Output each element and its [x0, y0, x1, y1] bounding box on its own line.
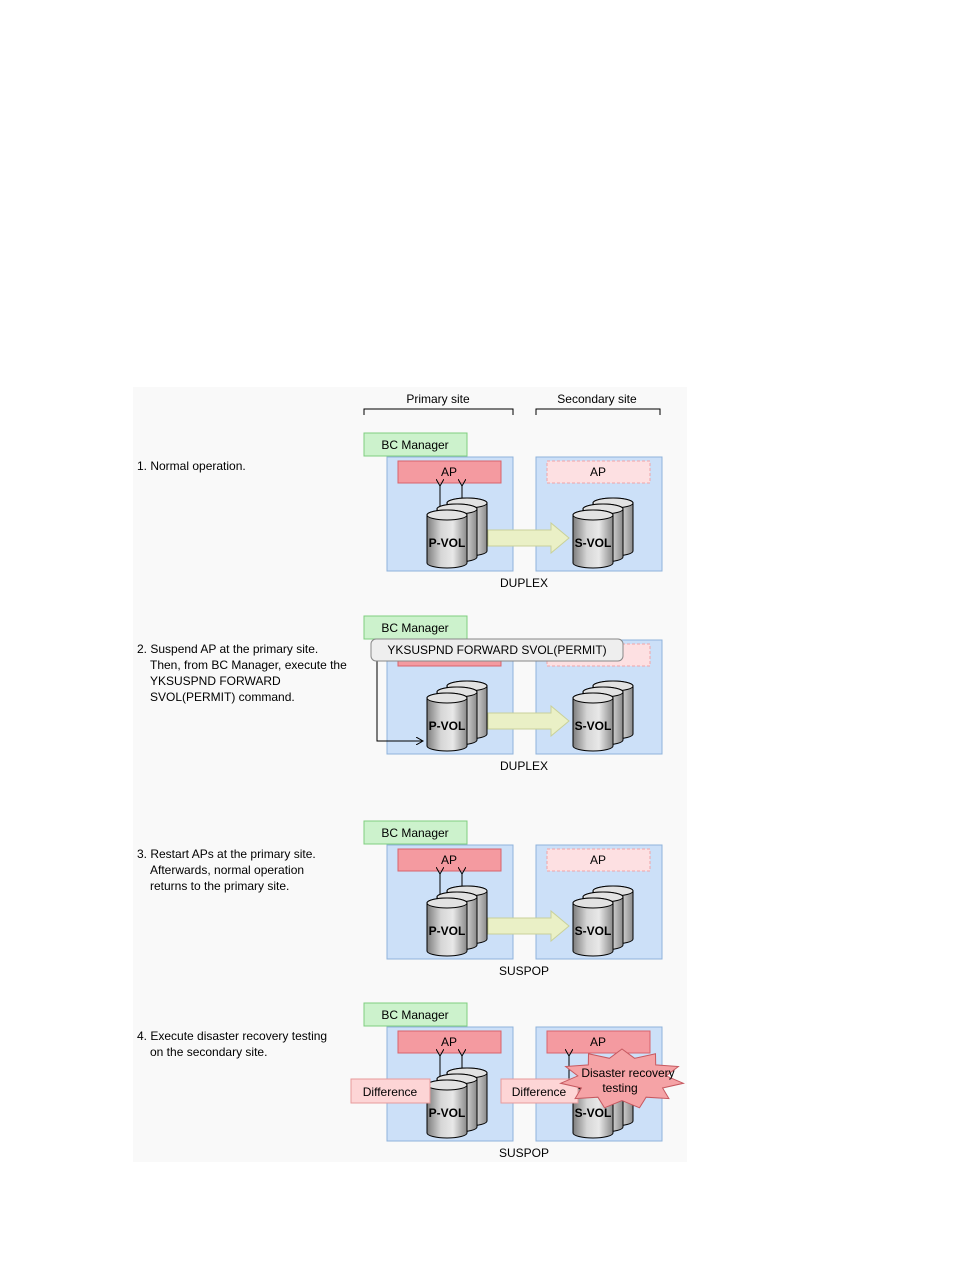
step-text-line: SVOL(PERMIT) command. [150, 690, 295, 704]
secondary-ap-box [546, 1030, 651, 1054]
step-text-line: 1. Normal operation. [137, 459, 246, 473]
primary-difference-box [350, 1078, 431, 1104]
volume-label: S-VOL [575, 1106, 612, 1120]
secondary-site-label: Secondary site [557, 392, 637, 406]
volume-label: S-VOL [575, 719, 612, 733]
command-label: YKSUSPND FORWARD SVOL(PERMIT) [387, 643, 606, 657]
pvol-stack: P-VOL [426, 885, 488, 957]
step-text-line: on the secondary site. [150, 1045, 267, 1059]
disk-front [426, 692, 468, 752]
volume-label: P-VOL [429, 924, 466, 938]
bc-manager-box [363, 820, 468, 845]
volume-label: S-VOL [575, 924, 612, 938]
bc-manager-label: BC Manager [381, 621, 448, 635]
svol-stack: S-VOL [572, 680, 634, 752]
disk-front [426, 1079, 468, 1139]
bc-manager-label: BC Manager [381, 438, 448, 452]
step-text-line: Then, from BC Manager, execute the [150, 658, 347, 672]
primary-difference-label: Difference [363, 1085, 418, 1099]
pvol-stack: P-VOL [426, 1067, 488, 1139]
bc-manager-label: BC Manager [381, 826, 448, 840]
primary-ap-box [397, 1030, 502, 1054]
primary-ap-label: AP [441, 853, 457, 867]
disk-front [572, 509, 614, 569]
command-arrow [376, 659, 422, 741]
volume-label: S-VOL [575, 536, 612, 550]
command-box [370, 638, 624, 662]
disk-front [426, 509, 468, 569]
step-text-line: YKSUSPND FORWARD [150, 674, 281, 688]
disk-front [572, 897, 614, 957]
step-text-line: 2. Suspend AP at the primary site. [137, 642, 318, 656]
step-text-line: 4. Execute disaster recovery testing [137, 1029, 327, 1043]
step-text-line: 3. Restart APs at the primary site. [137, 847, 316, 861]
pvol-stack: P-VOL [426, 497, 488, 569]
pvol-stack: P-VOL [426, 680, 488, 752]
copy-arrow [487, 521, 570, 555]
disk-front [572, 692, 614, 752]
copy-arrow [487, 704, 570, 738]
disk-front [426, 897, 468, 957]
primary-site-label: Primary site [406, 392, 470, 406]
step-text-line: Afterwards, normal operation [150, 863, 304, 877]
secondary-difference-label: Difference [512, 1085, 567, 1099]
pair-status-label: SUSPOP [499, 1146, 549, 1160]
pair-status-label: SUSPOP [499, 964, 549, 978]
secondary-ap-label: AP [590, 1035, 606, 1049]
disaster-recovery-burst [558, 1048, 686, 1109]
volume-label: P-VOL [429, 719, 466, 733]
disaster-recovery-label: Disaster recovery [581, 1066, 674, 1080]
primary-ap-label: AP [441, 1035, 457, 1049]
site-headers: Primary site Secondary site [363, 392, 661, 415]
primary-ap-box [397, 460, 502, 484]
step-text-line: returns to the primary site. [150, 879, 289, 893]
step-4: 4. Execute disaster recovery testing on t… [137, 1002, 686, 1160]
bc-manager-box [363, 1002, 468, 1027]
primary-ap-box [397, 848, 502, 872]
disaster-recovery-label-2: testing [602, 1081, 637, 1095]
svol-stack: S-VOL [572, 885, 634, 957]
volume-label: P-VOL [429, 536, 466, 550]
bc-manager-label: BC Manager [381, 1008, 448, 1022]
secondary-ap-label: AP [590, 853, 606, 867]
pair-status-label: DUPLEX [500, 759, 548, 773]
step-3: 3. Restart APs at the primary site. After… [137, 820, 663, 978]
volume-label: P-VOL [429, 1106, 466, 1120]
primary-ap-label: AP [441, 465, 457, 479]
svol-stack: S-VOL [572, 497, 634, 569]
bc-manager-box [363, 432, 468, 457]
secondary-ap-box [546, 848, 651, 872]
secondary-ap-box [546, 460, 651, 484]
copy-arrow [487, 909, 570, 943]
pair-status-label: DUPLEX [500, 576, 548, 590]
step-2: 2. Suspend AP at the primary site. Then, … [137, 615, 663, 773]
secondary-ap-label: AP [590, 465, 606, 479]
